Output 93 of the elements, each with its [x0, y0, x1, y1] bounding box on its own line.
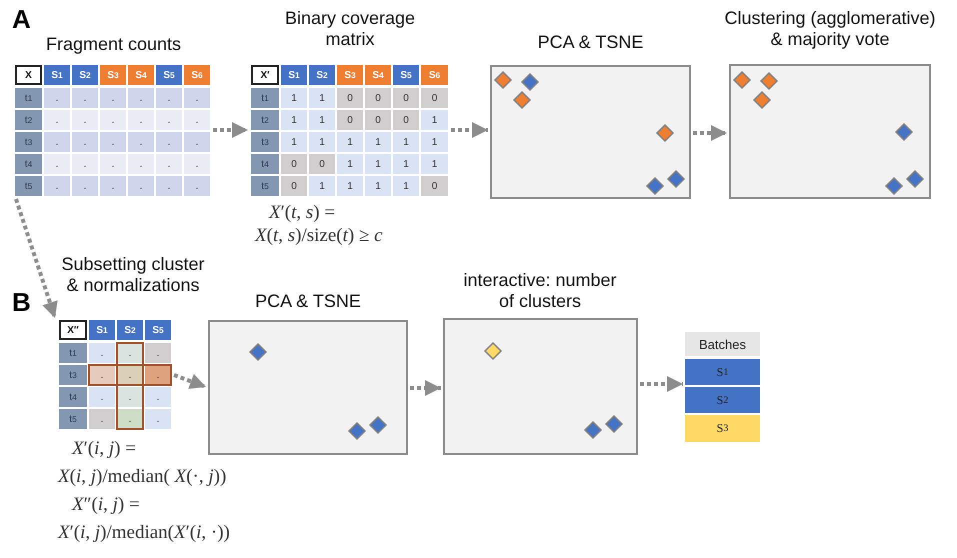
table-cell: . — [72, 176, 98, 196]
table-cell: 1 — [309, 176, 335, 196]
arrow — [14, 198, 58, 319]
table-cell: . — [184, 88, 210, 108]
panel-heading: PCA & TSNE — [536, 32, 644, 53]
panel-heading: Clustering (agglomerative) & majority vote — [723, 8, 937, 50]
table-cell: 1 — [337, 132, 363, 152]
formula: X(i, j)/median( X(·, j)) — [58, 466, 226, 488]
formula: X(t, s)/size(t) ≥ c — [255, 225, 383, 247]
panel-label: A — [12, 4, 31, 35]
table-cell: 1 — [393, 176, 419, 196]
arrow — [173, 373, 207, 389]
table-cell: 1 — [421, 154, 448, 174]
arrow — [693, 125, 727, 141]
table-cell: . — [156, 88, 182, 108]
panel-label: B — [12, 287, 31, 318]
table-cell: 1 — [365, 132, 391, 152]
table-cell: . — [156, 154, 182, 174]
table-cell: 1 — [309, 88, 335, 108]
table-cell: . — [145, 387, 171, 407]
table-cell: . — [89, 343, 115, 363]
table-cell: 0 — [365, 88, 391, 108]
table-cell: 1 — [337, 154, 363, 174]
table-cell: 1 — [365, 154, 391, 174]
table-cell: . — [100, 132, 126, 152]
table-cell: 0 — [421, 176, 448, 196]
table-cell: . — [89, 409, 115, 429]
table-cell: . — [72, 110, 98, 130]
arrow — [640, 376, 683, 392]
matrix-symbol: X′ — [251, 65, 279, 85]
table-cell: . — [156, 132, 182, 152]
table-cell: . — [145, 343, 171, 363]
arrow — [213, 122, 248, 138]
table-cell: . — [184, 132, 210, 152]
table-cell: . — [100, 110, 126, 130]
arrow — [451, 122, 488, 138]
table-cell: . — [72, 88, 98, 108]
table-cell: 0 — [393, 110, 419, 130]
table-cell: . — [145, 409, 171, 429]
table-cell: 1 — [281, 132, 307, 152]
table-cell: . — [156, 176, 182, 196]
arrow — [410, 380, 441, 396]
table-cell: . — [44, 154, 70, 174]
legend-heading: Batches — [685, 332, 760, 356]
table-cell: . — [184, 110, 210, 130]
panel-heading: PCA & TSNE — [254, 291, 362, 312]
panel-heading: interactive: number of clusters — [462, 270, 618, 312]
panel-heading: Subsetting cluster & normalizations — [60, 254, 206, 296]
table-cell: 1 — [281, 110, 307, 130]
matrix-symbol: X — [15, 65, 42, 85]
table-cell: . — [100, 88, 126, 108]
table-cell: 0 — [365, 110, 391, 130]
formula: X′(t, s) = — [269, 202, 336, 224]
table-cell: . — [72, 154, 98, 174]
table-cell: . — [128, 88, 154, 108]
table-cell: 1 — [421, 110, 448, 130]
formula: X′(i, j)/median(X′(i, ·)) — [58, 522, 230, 544]
formula: X″(i, j) = — [72, 494, 140, 516]
table-cell: . — [128, 154, 154, 174]
table-cell: . — [128, 132, 154, 152]
table-cell: . — [156, 110, 182, 130]
table-cell: 0 — [393, 88, 419, 108]
table-cell: . — [128, 110, 154, 130]
table-cell: . — [184, 176, 210, 196]
matrix-symbol: X″ — [59, 320, 87, 340]
table-cell: . — [184, 154, 210, 174]
panel-heading: Binary coverage matrix — [284, 8, 416, 50]
table-cell: 1 — [309, 132, 335, 152]
table-cell: 1 — [393, 154, 419, 174]
table-cell: . — [72, 132, 98, 152]
table-cell: 0 — [281, 176, 307, 196]
table-cell: 1 — [309, 110, 335, 130]
table-cell: 0 — [337, 88, 363, 108]
table-cell: . — [89, 387, 115, 407]
table-cell: 1 — [393, 132, 419, 152]
table-cell: 1 — [365, 176, 391, 196]
table-cell: . — [117, 387, 143, 407]
formula: X′(i, j) = — [72, 438, 136, 460]
table-cell: 0 — [421, 88, 448, 108]
panel-heading: Fragment counts — [44, 34, 182, 55]
table-cell: 0 — [281, 154, 307, 174]
table-cell: 0 — [337, 110, 363, 130]
table-cell: . — [44, 132, 70, 152]
table-cell: 1 — [421, 132, 448, 152]
table-cell: . — [100, 154, 126, 174]
table-cell: 1 — [337, 176, 363, 196]
table-cell: . — [44, 88, 70, 108]
table-cell: . — [128, 176, 154, 196]
table-cell: . — [100, 176, 126, 196]
table-cell: 1 — [281, 88, 307, 108]
table-cell: . — [44, 176, 70, 196]
table-cell: . — [44, 110, 70, 130]
table-cell: 0 — [309, 154, 335, 174]
